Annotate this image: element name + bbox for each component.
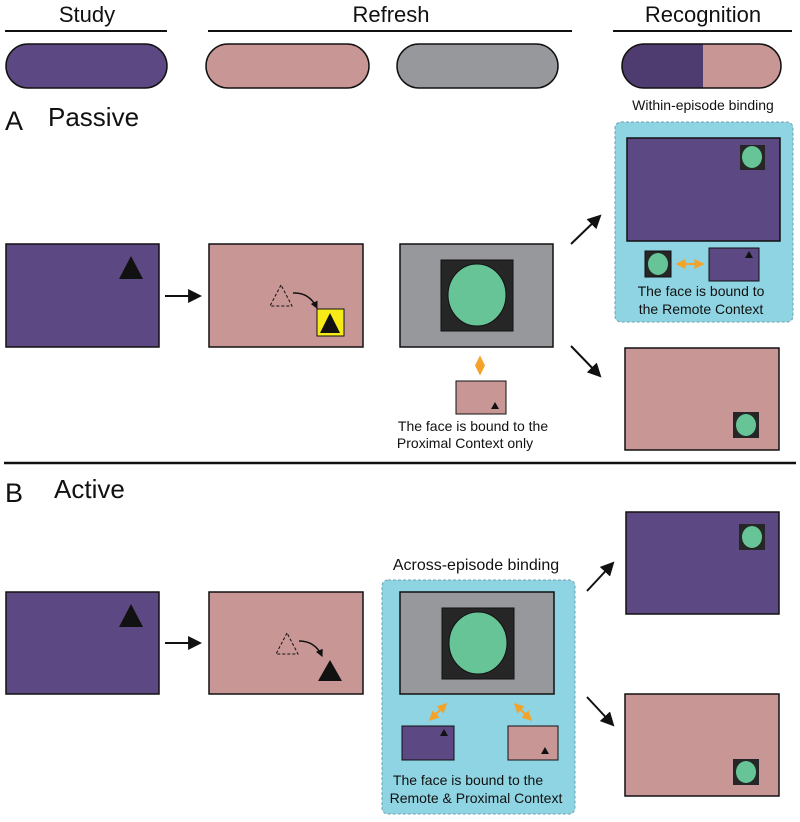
recognition-pill	[621, 43, 782, 89]
study-frame-a	[5, 243, 160, 348]
refresh-pill-face	[396, 43, 559, 89]
orange-binding-arrow	[428, 702, 448, 722]
header-refresh: Refresh	[352, 2, 429, 27]
triangle-icon	[119, 604, 143, 627]
triangle-icon	[745, 251, 753, 258]
section-a-title: Passive	[48, 102, 139, 132]
face-circle-icon	[648, 253, 668, 275]
triangle-origin-icon	[275, 631, 299, 655]
arrow-to-recog-b2	[586, 696, 615, 727]
section-b-title: Active	[54, 474, 125, 504]
move-arrow-a	[292, 292, 318, 310]
triangle-icon	[318, 660, 342, 681]
face-circle-icon	[447, 263, 507, 327]
section-a-letter: A	[5, 106, 23, 136]
header-recognition: Recognition	[645, 2, 761, 27]
passive-recog-note-line1: The face is bound to	[638, 283, 765, 299]
active-refresh-note-line2: Remote & Proximal Context	[390, 790, 563, 806]
proximal-context-thumb	[455, 380, 507, 415]
active-refresh-note-line1: The face is bound to the	[393, 772, 543, 788]
face-circle-icon	[736, 761, 756, 783]
orange-binding-arrow	[513, 702, 533, 722]
section-b-letter: B	[5, 478, 23, 508]
triangle-icon	[320, 313, 340, 333]
triangle-icon	[541, 747, 549, 754]
triangle-icon	[491, 402, 499, 409]
move-arrow-b	[298, 640, 323, 658]
triangle-icon	[440, 729, 448, 736]
remote-context-thumb	[708, 247, 760, 282]
face-circle-icon	[742, 146, 762, 168]
remote-context-thumb	[401, 725, 455, 761]
face-circle-icon	[448, 611, 508, 675]
refresh-pill-context	[205, 43, 370, 89]
passive-refresh-note-line2: Proximal Context only	[397, 435, 533, 451]
face-circle-icon	[736, 414, 756, 436]
face-circle-icon	[742, 526, 762, 548]
arrow-to-recog-b1	[586, 561, 615, 592]
passive-refresh-note-line1: The face is bound to the	[398, 418, 548, 434]
passive-recog-note-line2: the Remote Context	[639, 301, 764, 317]
triangle-origin-icon	[269, 283, 293, 307]
proximal-context-thumb	[507, 725, 559, 761]
study-pill	[5, 43, 168, 89]
within-episode-label: Within-episode binding	[632, 97, 774, 113]
study-frame-b	[5, 591, 160, 695]
arrow-to-recog-a1	[570, 214, 602, 245]
arrow-to-recog-a2	[570, 345, 602, 378]
across-episode-label: Across-episode binding	[393, 557, 559, 574]
triangle-icon	[119, 256, 143, 279]
header-study: Study	[59, 2, 115, 27]
